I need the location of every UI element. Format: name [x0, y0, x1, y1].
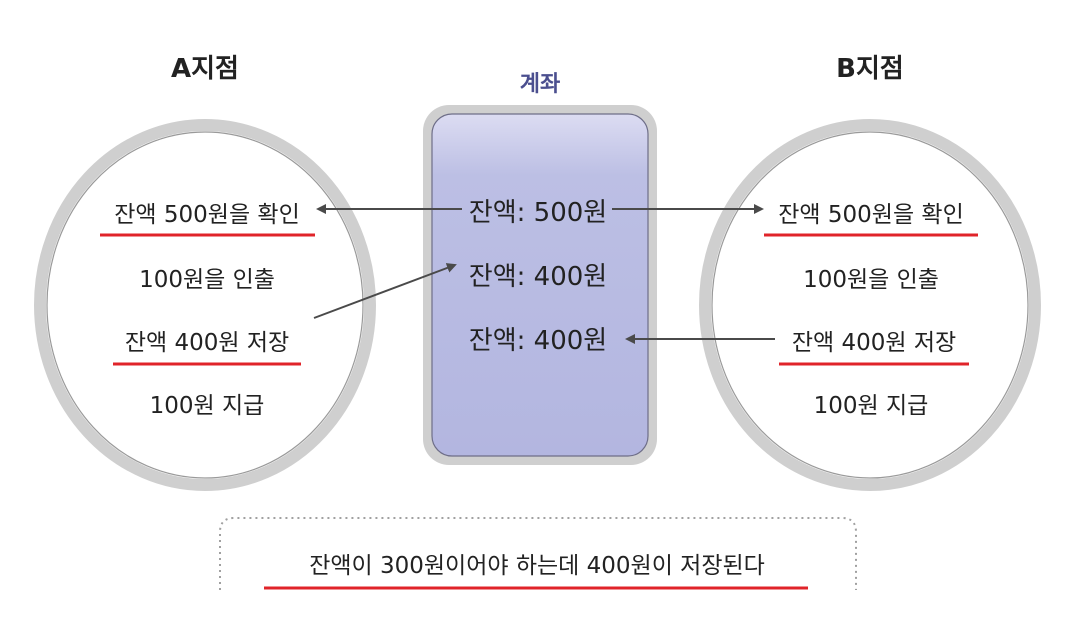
- branch-a-step-check: 잔액 500원을 확인: [114, 202, 300, 228]
- account-title: 계좌: [519, 72, 561, 97]
- branch-b-step-check: 잔액 500원을 확인: [778, 202, 964, 228]
- branch-a-title: A지점: [171, 54, 239, 84]
- branch-b-title: B지점: [836, 54, 904, 84]
- race-condition-note: 잔액이 300원이어야 하는데 400원이 저장된다: [309, 553, 765, 579]
- branch-b-step-pay: 100원 지급: [813, 393, 929, 419]
- account-balance-1: 잔액: 500원: [468, 198, 608, 228]
- account-balance-3: 잔액: 400원: [468, 326, 608, 356]
- branch-b-ellipse: [699, 119, 1041, 491]
- branch-a-step-withdraw: 100원을 인출: [139, 267, 275, 293]
- note-box: [219, 517, 857, 590]
- account-balance-2: 잔액: 400원: [468, 262, 608, 292]
- branch-a-step-save: 잔액 400원 저장: [124, 330, 290, 356]
- branch-a-ellipse: [34, 119, 376, 491]
- branch-b-step-save: 잔액 400원 저장: [791, 330, 957, 356]
- arrow-a-save-to-account: [313, 263, 457, 319]
- branch-b-step-withdraw: 100원을 인출: [803, 267, 939, 293]
- branch-a-step-pay: 100원 지급: [149, 393, 265, 419]
